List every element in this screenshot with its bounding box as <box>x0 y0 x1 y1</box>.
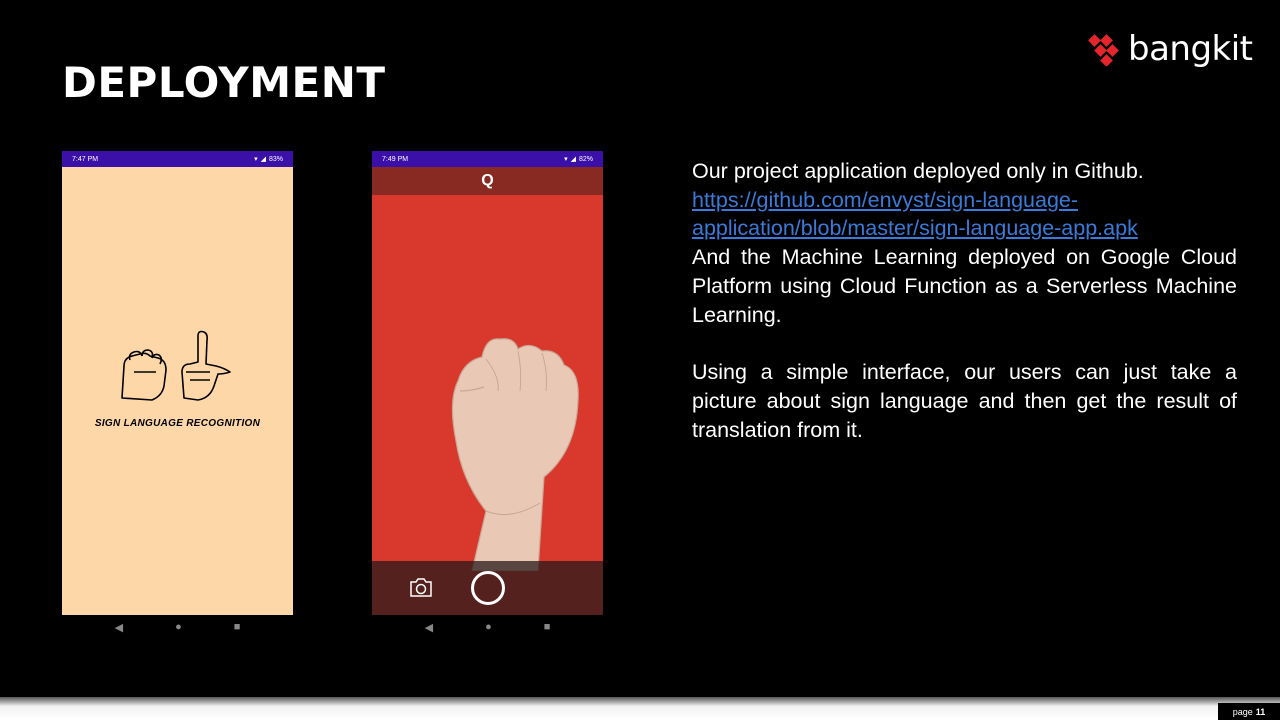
camera-controls <box>372 561 603 615</box>
phone-camera-screenshot: 7:49 PM ▾ ◢ 82% Q <box>372 151 603 615</box>
bangkit-logo-icon <box>1088 34 1119 66</box>
page-number-value: 11 <box>1255 706 1266 717</box>
hand-fist-photo <box>451 338 579 571</box>
bangkit-logo: bangkit <box>1088 26 1268 72</box>
app-name-label: SIGN LANGUAGE RECOGNITION <box>94 418 261 429</box>
shutter-button[interactable] <box>471 571 505 605</box>
sign-hands-icon <box>121 330 231 401</box>
logo-text: bangkit <box>1128 29 1253 69</box>
github-apk-link[interactable]: https://github.com/envyst/sign-language-… <box>692 187 1138 241</box>
ml-deployment-text: And the Machine Learning deployed on Goo… <box>692 245 1237 327</box>
signal-icon: ◢ <box>260 156 266 163</box>
battery-level: 83% <box>268 155 283 163</box>
page-number: page 11 <box>1218 703 1280 720</box>
android-nav-bar: ◀ ● ■ <box>372 616 603 638</box>
body-text: Our project application deployed only in… <box>692 157 1237 444</box>
status-bar: 7:49 PM ▾ ◢ 82% <box>372 151 603 167</box>
phone-splash-screenshot: 7:47 PM ▾ ◢ 83% SIGN LANGUAGE RECOGNITIO… <box>62 151 293 615</box>
status-bar: 7:47 PM ▾ ◢ 83% <box>62 151 293 167</box>
footer-bar <box>0 697 1280 720</box>
back-icon[interactable]: ◀ <box>114 621 124 634</box>
slide-title: DEPLOYMENT <box>62 58 386 107</box>
prediction-header: Q <box>372 167 603 195</box>
switch-camera-icon[interactable] <box>408 575 434 599</box>
wifi-icon: ▾ <box>254 156 258 163</box>
intro-line: Our project application deployed only in… <box>692 159 1144 183</box>
status-time: 7:49 PM <box>382 155 409 163</box>
wifi-icon: ▾ <box>564 156 568 163</box>
signal-icon: ◢ <box>570 156 576 163</box>
status-time: 7:47 PM <box>72 155 99 163</box>
prediction-result: Q <box>481 172 494 189</box>
android-nav-bar: ◀ ● ■ <box>62 616 293 638</box>
recents-icon[interactable]: ■ <box>543 621 551 633</box>
page-label: page <box>1232 706 1253 717</box>
home-icon[interactable]: ● <box>175 621 182 633</box>
home-icon[interactable]: ● <box>485 621 492 633</box>
battery-level: 82% <box>578 155 593 163</box>
back-icon[interactable]: ◀ <box>424 621 434 634</box>
recents-icon[interactable]: ■ <box>233 621 241 633</box>
interface-description: Using a simple interface, our users can … <box>692 360 1237 442</box>
